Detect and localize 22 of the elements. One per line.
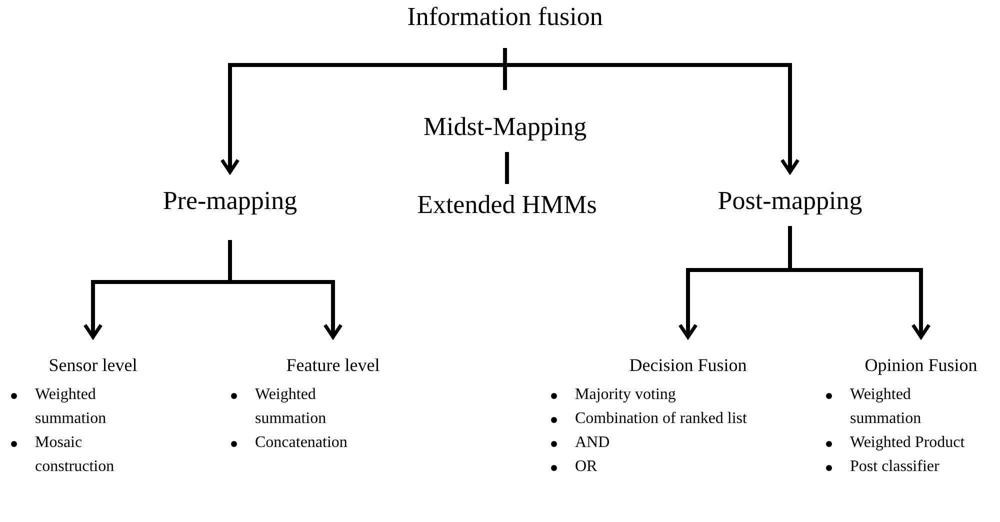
bullet-item-text: Combination of ranked list — [575, 409, 748, 429]
node-label: Pre-mapping — [162, 186, 298, 216]
node-label: Information fusion — [407, 2, 603, 32]
bullet-item-text: OR — [575, 457, 598, 477]
category-heading: Feature level — [286, 354, 380, 377]
bullet-item-text: AND — [575, 433, 611, 453]
bullet-item-text: Weighted summation — [255, 385, 328, 429]
category-heading: Sensor level — [48, 354, 138, 377]
bullet-item-text: Post classifier — [850, 457, 940, 477]
bullet-item-text: Weighted summation — [850, 385, 922, 429]
bullet-item-text: Concatenation — [255, 433, 348, 453]
bullet-item-text: Mosaic construction — [35, 433, 116, 477]
node-label: Midst-Mapping — [423, 112, 587, 142]
category-heading: Opinion Fusion — [864, 354, 978, 377]
bullet-item-text: Weighted summation — [35, 385, 108, 429]
connector-line — [505, 152, 509, 184]
bullet-item-text: Majority voting — [575, 385, 677, 405]
category-heading: Decision Fusion — [629, 354, 747, 377]
arrow — [503, 48, 800, 174]
node-label: Post-mapping — [718, 186, 862, 216]
bullet-item-text: Weighted Product — [850, 433, 966, 453]
node-label: Extended HMMs — [417, 190, 597, 220]
